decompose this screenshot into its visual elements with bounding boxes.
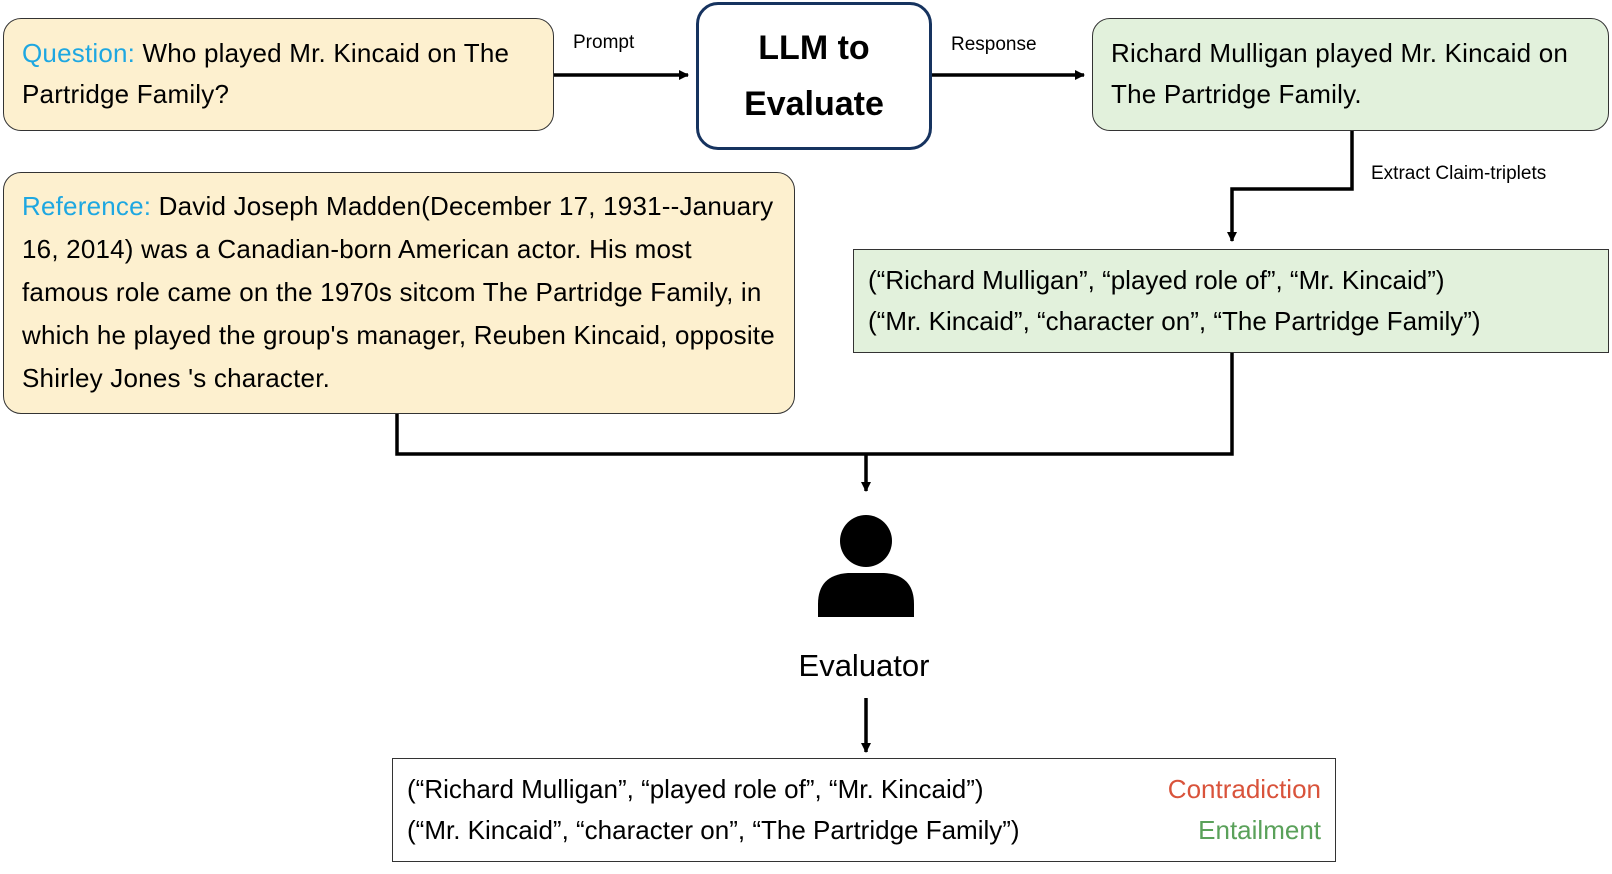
question-label: Question: bbox=[22, 38, 136, 68]
result-triplet-1: (“Richard Mulligan”, “played role of”, “… bbox=[407, 774, 984, 804]
reference-connector bbox=[395, 353, 1234, 456]
llm-line1: LLM to bbox=[758, 29, 870, 67]
result-triplet-2: (“Mr. Kincaid”, “character on”, “The Par… bbox=[407, 815, 1020, 845]
evaluation-results-box: (“Richard Mulligan”, “played role of”, “… bbox=[392, 758, 1336, 862]
result-row-2: (“Mr. Kincaid”, “character on”, “The Par… bbox=[407, 810, 1321, 851]
triplet-1: (“Richard Mulligan”, “played role of”, “… bbox=[868, 265, 1445, 295]
response-text: Richard Mulligan played Mr. Kincaid on T… bbox=[1111, 38, 1569, 109]
response-label: Response bbox=[951, 34, 1037, 55]
extract-label: Extract Claim-triplets bbox=[1371, 163, 1547, 184]
evaluator-label: Evaluator bbox=[798, 648, 930, 683]
question-box: Question: Who played Mr. Kincaid on The … bbox=[3, 18, 554, 131]
question-text: Who played Mr. Kincaid on The Partridge … bbox=[22, 38, 510, 109]
llm-line2: Evaluate bbox=[744, 85, 884, 123]
claim-triplets-box: (“Richard Mulligan”, “played role of”, “… bbox=[853, 249, 1609, 353]
verdict-entailment: Entailment bbox=[1198, 815, 1321, 845]
reference-text: David Joseph Madden(December 17, 1931--J… bbox=[22, 191, 775, 393]
reference-label: Reference: bbox=[22, 191, 152, 221]
triplet-2: (“Mr. Kincaid”, “character on”, “The Par… bbox=[868, 306, 1481, 336]
extract-arrow bbox=[1227, 131, 1354, 242]
reference-box: Reference: David Joseph Madden(December … bbox=[3, 172, 795, 414]
prompt-label: Prompt bbox=[573, 32, 635, 53]
response-box: Richard Mulligan played Mr. Kincaid on T… bbox=[1092, 18, 1609, 131]
person-icon bbox=[818, 515, 914, 617]
llm-to-evaluate-box: LLM to Evaluate bbox=[696, 2, 932, 150]
result-row-1: (“Richard Mulligan”, “played role of”, “… bbox=[407, 769, 1321, 810]
verdict-contradiction: Contradiction bbox=[1167, 774, 1321, 804]
